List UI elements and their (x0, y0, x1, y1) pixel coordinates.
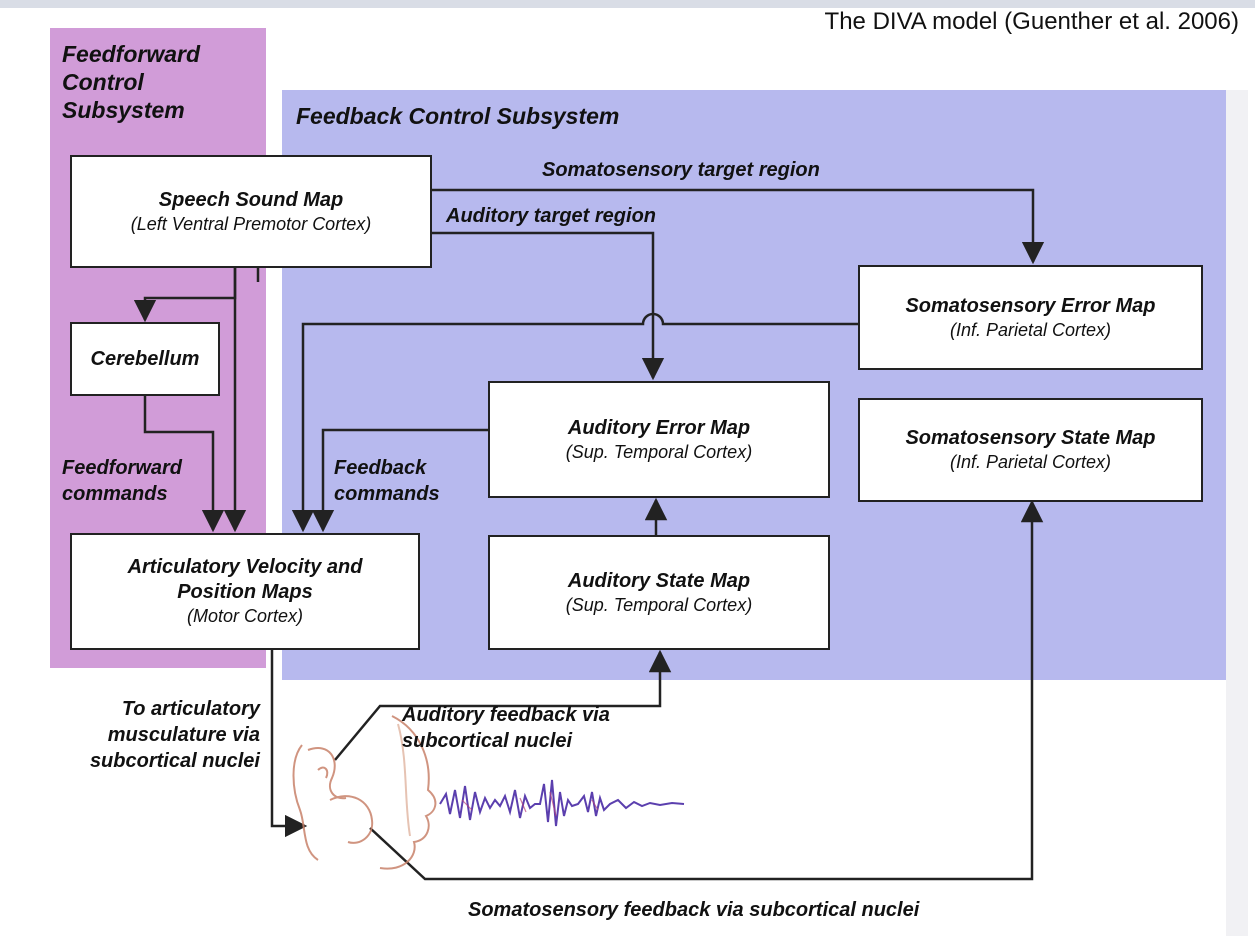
auditory-error-feedback-line (311, 428, 488, 533)
somatosensory-error-map-subtitle: (Inf. Parietal Cortex) (949, 319, 1112, 340)
auditory-target-label: Auditory target region (446, 205, 657, 227)
cerebellum-to-articulatory (143, 396, 225, 533)
somato-target-line (432, 188, 1045, 265)
feedback-region-title: Feedback Control Subsystem (296, 103, 620, 129)
somatosensory-feedback-label: Somatosensory feedback via subcortical n… (468, 899, 920, 921)
auditory-state-map-subtitle: (Sup. Temporal Cortex) (565, 594, 753, 615)
feedback-commands-label: Feedback commands (334, 457, 440, 505)
to-articulatory-musculature-label: To articulatory musculature via subcorti… (89, 698, 260, 772)
articulatory-maps-title: Articulatory Velocity and Position Maps (127, 556, 363, 603)
auditory-feedback-line (334, 649, 672, 761)
somatosensory-state-map-title: Somatosensory State Map (905, 427, 1156, 449)
auditory-target-line (432, 231, 665, 381)
somatosensory-state-map-box: Somatosensory State Map (Inf. Parietal C… (858, 398, 1203, 502)
somatosensory-error-map-title: Somatosensory Error Map (905, 294, 1156, 317)
auditory-state-map-box: Auditory State Map (Sup. Temporal Cortex… (488, 535, 830, 650)
to-musculature-line (270, 650, 308, 838)
auditory-error-map-subtitle: (Sup. Temporal Cortex) (565, 441, 753, 462)
cerebellum-box: Cerebellum (70, 322, 220, 396)
somatosensory-error-map-box: Somatosensory Error Map (Inf. Parietal C… (858, 265, 1203, 370)
auditory-error-map-title: Auditory Error Map (567, 416, 751, 439)
somatosensory-target-label: Somatosensory target region (542, 159, 820, 181)
feedforward-region-title: Feedforward Control Subsystem (62, 41, 201, 123)
articulatory-maps-box: Articulatory Velocity and Position Maps … (70, 533, 420, 650)
cerebellum-title: Cerebellum (90, 347, 200, 370)
articulatory-maps-subtitle: (Motor Cortex) (186, 606, 303, 626)
speech-sound-map-subtitle: (Left Ventral Premotor Cortex) (130, 213, 372, 234)
top-border (0, 0, 1255, 8)
auditory-error-map-box: Auditory Error Map (Sup. Temporal Cortex… (488, 381, 830, 498)
ssm-to-cerebellum (133, 268, 237, 323)
speech-sound-map-title: Speech Sound Map (158, 188, 344, 211)
auditory-state-map-title: Auditory State Map (567, 569, 751, 592)
sound-waveform (439, 779, 685, 827)
auditory-feedback-label: Auditory feedback via subcortical nuclei (402, 704, 610, 752)
head-ear-illustration (292, 715, 437, 870)
figure-caption: The DIVA model (Guenther et al. 2006) (824, 8, 1239, 35)
feedforward-commands-label: Feedforward commands (62, 457, 183, 505)
somato-error-feedback-line (291, 312, 858, 533)
speech-sound-map-box: Speech Sound Map (Left Ventral Premotor … (70, 155, 432, 268)
somato-feedback-line (369, 499, 1044, 881)
somatosensory-state-map-subtitle: (Inf. Parietal Cortex) (949, 452, 1112, 472)
scan-edge (1226, 90, 1248, 936)
